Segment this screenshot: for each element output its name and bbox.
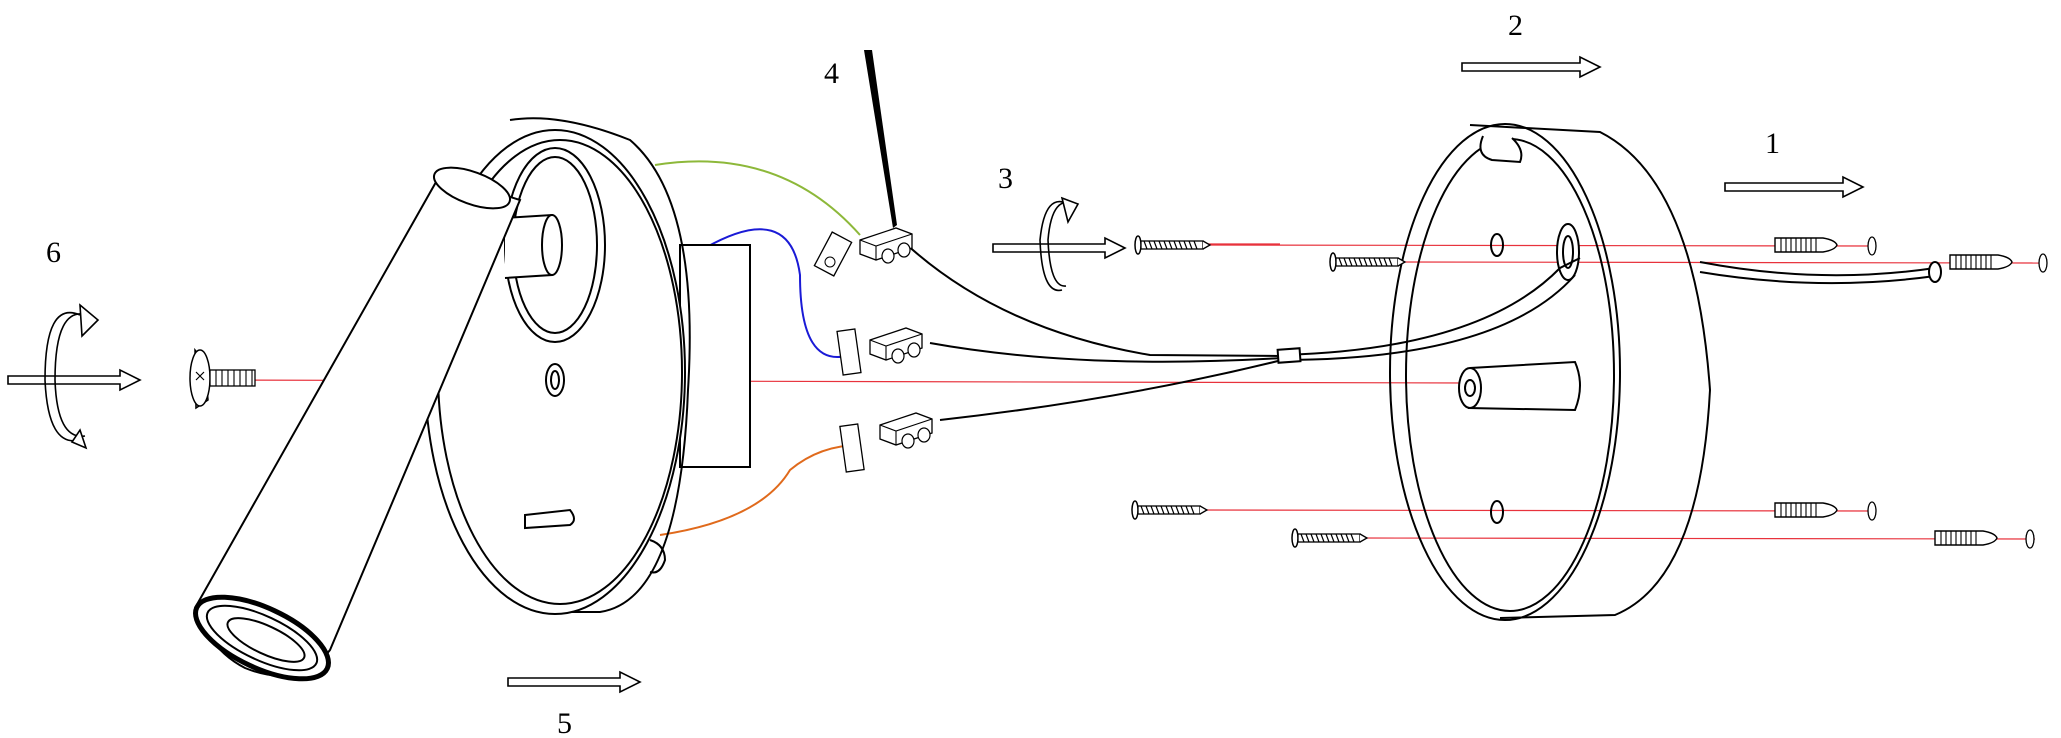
- guide-lines: [194, 243, 2041, 540]
- wire-bundle: [904, 242, 1581, 421]
- drill-holes: [1867, 236, 2048, 549]
- arrow-step-1: [1724, 176, 1864, 198]
- screwdriver-blade: [864, 50, 897, 228]
- wall-plug-bottom-2: [1934, 530, 1998, 546]
- wood-screw-top-mid: [1329, 252, 1406, 272]
- terminal-block-bottom: [839, 412, 933, 473]
- mounting-plate: [1389, 123, 1942, 621]
- step-label-1: 1: [1765, 127, 1780, 160]
- step-label-6: 6: [46, 236, 61, 269]
- step-label-4: 4: [824, 57, 839, 90]
- wire-orange: [659, 444, 861, 536]
- wall-plug-bottom-1: [1774, 502, 1838, 518]
- wall-plug-top-2: [1949, 254, 2013, 270]
- wood-screw-bottom-left: [1131, 500, 1208, 520]
- fixing-screw-lamp: [189, 347, 256, 410]
- terminal-block-top: [813, 227, 913, 277]
- step-label-5: 5: [557, 707, 572, 738]
- lamp-body: [193, 117, 751, 682]
- step-label-3: 3: [998, 162, 1013, 195]
- arrow-step-3: [992, 196, 1127, 292]
- wood-screw-bottom-mid: [1291, 528, 1368, 548]
- wire-green: [654, 160, 861, 236]
- wood-screw-top-left: [1134, 235, 1211, 255]
- wire-blue: [704, 228, 851, 358]
- terminal-block-middle: [836, 327, 923, 376]
- arrow-step-5: [507, 670, 642, 694]
- wall-plug-top-1: [1774, 237, 1838, 253]
- arrow-step-6: [7, 303, 142, 450]
- step-label-2: 2: [1508, 9, 1523, 42]
- arrow-step-2: [1461, 56, 1601, 78]
